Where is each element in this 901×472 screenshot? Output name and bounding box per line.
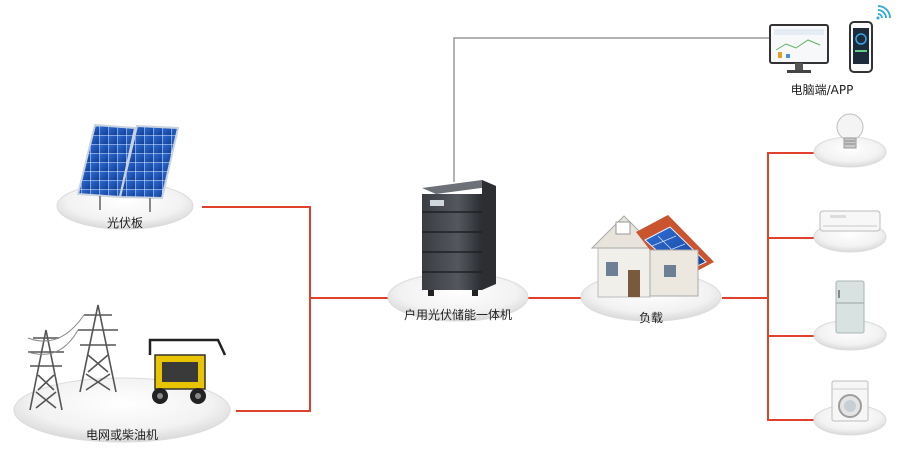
storage-inverter-icon (422, 180, 496, 296)
desktop-monitor-icon (769, 24, 829, 73)
appliance-bulb (813, 113, 887, 168)
transmission-tower-icon (27, 304, 118, 411)
inverter-node (387, 180, 529, 322)
house-icon (590, 215, 714, 298)
washing-machine-icon (831, 380, 869, 422)
grid-generator-label: 电网或柴油机 (85, 428, 159, 442)
grid-generator-node (13, 304, 231, 443)
air-conditioner-icon (819, 210, 881, 232)
smartphone-icon (849, 21, 873, 73)
solar-panel-icon (76, 123, 180, 212)
appliance-washer (813, 380, 887, 436)
monitor-node (769, 5, 891, 73)
appliance-fridge (813, 280, 887, 351)
wifi-icon (876, 5, 891, 20)
light-bulb-icon (836, 113, 864, 149)
appliance-ac (813, 210, 887, 253)
pv-panel-node (56, 123, 194, 230)
load-node (580, 215, 722, 322)
monitor-comm-line (453, 37, 770, 182)
refrigerator-icon (835, 280, 865, 334)
diesel-generator-icon (148, 338, 227, 404)
power-lines (202, 152, 815, 421)
load-label: 负载 (638, 311, 664, 325)
pv-panel-label: 光伏板 (106, 216, 144, 230)
inverter-label: 户用光伏储能一体机 (403, 308, 513, 322)
monitor-label: 电脑端/APP (790, 83, 854, 97)
